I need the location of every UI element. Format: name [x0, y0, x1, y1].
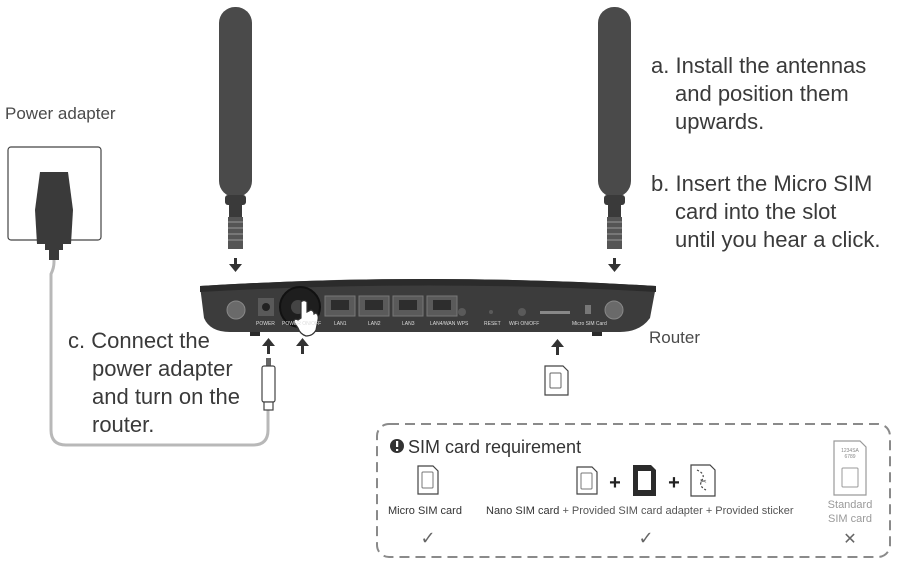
- svg-text:✂: ✂: [700, 477, 707, 486]
- standard-sim-chip-text-1: 1234SA: [841, 448, 859, 454]
- nano-sim-label: Nano SIM card: [486, 505, 560, 517]
- arrow-up-icon: [296, 338, 309, 354]
- step-b-letter: b.: [651, 171, 670, 196]
- router-label: Router: [649, 328, 701, 347]
- step-c-line-2: power adapter: [92, 356, 233, 381]
- antenna-left: [219, 7, 252, 249]
- arrow-up-icon: [551, 339, 564, 355]
- micro-sim-icon: [417, 465, 439, 495]
- step-c-line-1: Connect the: [91, 328, 210, 353]
- step-a-line-2: and position them: [675, 81, 849, 106]
- port-label-lan4: LAN4/WAN: [430, 321, 456, 327]
- check-icon: ✓: [420, 528, 435, 549]
- port-label-lan2: LAN2: [368, 321, 381, 327]
- plus-sign: +: [668, 472, 680, 494]
- port-label-power-button: POWER ON/OFF: [282, 321, 322, 327]
- step-c-letter: c.: [68, 328, 86, 353]
- cross-icon: ✕: [843, 529, 856, 548]
- reset-button: [489, 310, 493, 314]
- antenna-connector-left: [226, 300, 246, 320]
- antenna-connector-right: [604, 300, 624, 320]
- step-c: c. Connect the power adapter and turn on…: [68, 327, 240, 439]
- wifi-button: [518, 308, 526, 316]
- step-a-letter: a.: [651, 53, 670, 78]
- step-b: b. Insert the Micro SIM card into the sl…: [651, 170, 880, 254]
- step-c-line-3: and turn on the: [92, 384, 241, 409]
- step-b-line-2: card into the slot: [675, 199, 837, 224]
- standard-sim-chip-text-2: 6789: [844, 454, 855, 460]
- sim-requirement-title: SIM card requirement: [408, 437, 582, 457]
- wps-button: [458, 308, 466, 316]
- port-label-power: POWER: [256, 321, 275, 327]
- port-label-reset: RESET: [484, 321, 501, 327]
- sticker-icon: ✂: [690, 464, 716, 497]
- nano-sim-extras: + Provided SIM card adapter + Provided s…: [562, 505, 794, 517]
- power-adapter-label: Power adapter: [5, 104, 116, 123]
- hand-pointer-icon: [293, 299, 319, 337]
- nano-sim-caption: Nano SIM card + Provided SIM card adapte…: [486, 505, 794, 517]
- arrow-down-icon: [608, 258, 621, 272]
- sim-requirement-box: [376, 423, 891, 558]
- standard-sim-caption-line-2: SIM card: [827, 513, 872, 525]
- step-a: a. Install the antennas and position the…: [651, 52, 866, 136]
- usb-port: [585, 305, 591, 314]
- nano-sim-icon: [576, 466, 598, 495]
- arrow-down-icon: [229, 258, 242, 272]
- standard-sim-icon: 1234SA 6789: [833, 440, 867, 496]
- micro-sim-caption: Micro SIM card: [388, 505, 462, 517]
- step-c-line-4: router.: [92, 412, 155, 437]
- plus-sign: +: [609, 472, 621, 494]
- arrow-up-icon: [262, 338, 275, 354]
- power-adapter: [7, 146, 102, 260]
- port-label-wps: WPS: [457, 321, 469, 327]
- sim-adapter-icon: [633, 465, 656, 496]
- standard-sim-caption: Standard SIM card: [823, 498, 877, 526]
- step-b-line-3: until you hear a click.: [675, 227, 881, 252]
- port-label-wifi: WiFi ON/OFF: [509, 321, 540, 327]
- step-a-line-3: upwards.: [675, 109, 765, 134]
- antenna-right: [598, 7, 631, 249]
- step-b-line-1: Insert the Micro SIM: [675, 171, 873, 196]
- power-cable: [49, 248, 270, 447]
- power-plug: [261, 358, 276, 411]
- port-label-sim: Micro SIM Card: [572, 321, 607, 327]
- port-label-lan1: LAN1: [334, 321, 347, 327]
- port-label-lan3: LAN3: [402, 321, 415, 327]
- sim-slot: [540, 311, 570, 314]
- standard-sim-caption-line-1: Standard: [827, 499, 873, 511]
- step-a-line-1: Install the antennas: [675, 53, 867, 78]
- check-icon: ✓: [638, 528, 653, 549]
- micro-sim-card: [544, 365, 569, 396]
